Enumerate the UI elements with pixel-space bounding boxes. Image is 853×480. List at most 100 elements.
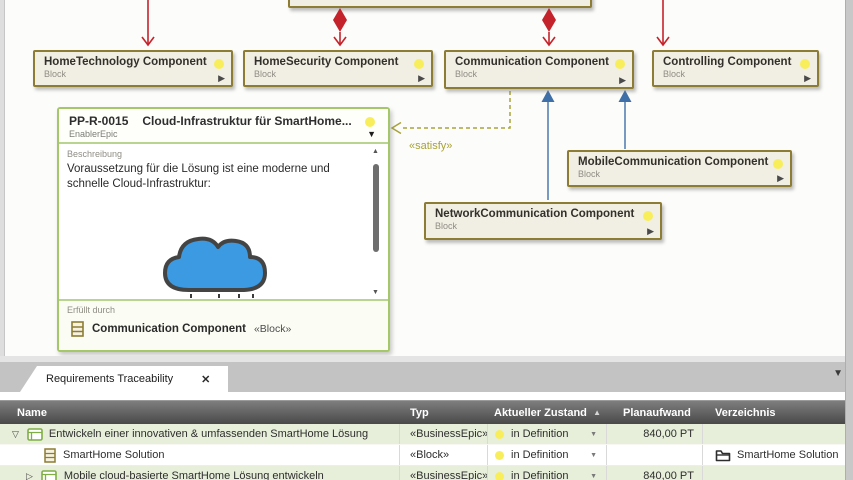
- block-controlling[interactable]: Controlling Component Block ▶: [652, 50, 819, 87]
- requirement-description-section: Beschreibung Voraussetzung für die Lösun…: [59, 146, 388, 299]
- block-communication[interactable]: Communication Component Block ▶: [444, 50, 634, 89]
- row-verzeichnis: SmartHome Solution: [737, 449, 839, 461]
- column-header-verzeichnis[interactable]: Verzeichnis: [715, 406, 776, 419]
- description-label: Beschreibung: [67, 149, 123, 159]
- row-typ: «Block»: [400, 445, 488, 465]
- status-dot-icon: [643, 211, 653, 221]
- requirement-stereotype: EnablerEpic: [69, 129, 118, 139]
- expand-arrow-icon[interactable]: ▶: [647, 226, 654, 236]
- card-scrollbar[interactable]: ▲ ▼: [371, 148, 381, 296]
- dropdown-caret-icon[interactable]: ▼: [590, 430, 597, 438]
- row-zustand: in Definition: [511, 470, 569, 480]
- row-planaufwand: [607, 445, 703, 465]
- dropdown-caret-icon[interactable]: ▼: [590, 451, 597, 459]
- close-icon[interactable]: ✕: [201, 373, 211, 386]
- row-planaufwand: 840,00 PT: [607, 424, 703, 444]
- status-dot-icon: [214, 59, 224, 69]
- status-dot-icon: [495, 429, 504, 439]
- expand-arrow-icon[interactable]: ▶: [218, 73, 225, 83]
- requirement-fulfilled-section: Erfüllt durch Communication Component «B…: [59, 299, 388, 350]
- status-dot-icon: [615, 59, 625, 69]
- block-home-technology[interactable]: HomeTechnology Component Block ▶: [33, 50, 233, 87]
- panel-collapse-icon[interactable]: ▼: [833, 368, 843, 379]
- tab-requirements-traceability[interactable]: Requirements Traceability ✕: [20, 366, 228, 392]
- dropdown-caret-icon[interactable]: ▼: [590, 472, 597, 480]
- block-stereotype: Block: [455, 69, 478, 79]
- panel-separator[interactable]: [0, 356, 853, 362]
- status-dot-icon: [495, 471, 504, 480]
- row-name: Entwickeln einer innovativen & umfassend…: [48, 428, 369, 440]
- status-dot-icon: [773, 159, 783, 169]
- column-header-typ[interactable]: Typ: [410, 406, 429, 419]
- folder-icon: [715, 449, 731, 461]
- block-home-security[interactable]: HomeSecurity Component Block ▶: [243, 50, 433, 87]
- column-header-planaufwand[interactable]: Planaufwand: [623, 406, 691, 419]
- fulfilled-by-name[interactable]: Communication Component: [92, 323, 246, 335]
- diagram-canvas[interactable]: HomeTechnology Component Block ▶ HomeSec…: [0, 0, 853, 356]
- business-epic-icon: [41, 469, 57, 480]
- row-name: Mobile cloud-basierte SmartHome Lösung e…: [63, 470, 324, 480]
- block-stereotype: Block: [254, 69, 277, 79]
- row-name: SmartHome Solution: [63, 449, 165, 461]
- row-zustand: in Definition: [511, 449, 569, 461]
- satisfy-label: «satisfy»: [409, 140, 453, 152]
- block-network-communication[interactable]: NetworkCommunication Component Block ▶: [424, 202, 662, 240]
- table-row[interactable]: ▷ Mobile cloud-basierte SmartHome Lösung…: [0, 466, 845, 480]
- table-row[interactable]: SmartHome Solution «Block» in Definition…: [0, 445, 845, 466]
- scrollbar-thumb[interactable]: [373, 164, 379, 252]
- fulfilled-by-label: Erfüllt durch: [67, 305, 116, 315]
- expand-arrow-icon[interactable]: ▶: [418, 73, 425, 83]
- status-dot-icon: [414, 59, 424, 69]
- table-body: ▽ Entwickeln einer innovativen & umfasse…: [0, 424, 845, 480]
- row-verzeichnis: [703, 424, 845, 444]
- satisfy-connector: [390, 91, 511, 135]
- requirement-id: PP-R-0015: [69, 114, 129, 128]
- block-title: NetworkCommunication Component: [435, 208, 635, 220]
- tree-collapse-icon[interactable]: ▷: [26, 470, 33, 480]
- requirement-title: Cloud-Infrastruktur für SmartHome...: [142, 114, 352, 128]
- block-mobile-communication[interactable]: MobileCommunication Component Block ▶: [567, 150, 792, 187]
- column-header-name[interactable]: Name: [17, 406, 47, 419]
- traceability-panel: Requirements Traceability ✕ ▼ Name Typ A…: [0, 356, 853, 480]
- sort-ascending-icon[interactable]: ▲: [593, 408, 601, 417]
- status-dot-icon: [495, 450, 504, 460]
- collapse-icon[interactable]: ▼: [367, 129, 376, 139]
- requirement-card-header[interactable]: PP-R-0015 Cloud-Infrastruktur für SmartH…: [59, 109, 388, 144]
- cloud-shape: [163, 236, 267, 292]
- block-title: HomeSecurity Component: [254, 56, 399, 68]
- generalization-arrowhead: [541, 90, 632, 102]
- composition-diamond: [333, 8, 556, 32]
- block-title: Communication Component: [455, 56, 609, 68]
- description-text: Voraussetzung für die Lösung ist eine mo…: [67, 163, 330, 190]
- block-stereotype: Block: [435, 221, 458, 231]
- table-header: Name Typ Aktueller Zustand ▲ Planaufwand…: [0, 400, 845, 424]
- scroll-down-icon[interactable]: ▼: [372, 289, 379, 296]
- status-dot-icon: [800, 59, 810, 69]
- block-icon: [71, 321, 84, 337]
- block-title: Controlling Component: [663, 56, 792, 68]
- tab-strip-lower: [0, 392, 853, 400]
- block-title: HomeTechnology Component: [44, 56, 207, 68]
- expand-arrow-icon[interactable]: ▶: [804, 73, 811, 83]
- block-stereotype: Block: [663, 69, 686, 79]
- tab-label: Requirements Traceability: [46, 373, 174, 385]
- scroll-up-icon[interactable]: ▲: [372, 148, 379, 155]
- tree-expand-icon[interactable]: ▽: [12, 428, 19, 439]
- diagram-scrollbar[interactable]: [845, 0, 853, 480]
- row-typ: «BusinessEpic»: [400, 424, 488, 444]
- block-stereotype: Block: [44, 69, 67, 79]
- requirement-card[interactable]: PP-R-0015 Cloud-Infrastruktur für SmartH…: [57, 107, 390, 352]
- row-zustand: in Definition: [511, 428, 569, 440]
- row-typ: «BusinessEpic»: [400, 466, 488, 480]
- block-icon: [44, 447, 56, 463]
- fulfilled-by-stereotype: «Block»: [253, 323, 292, 335]
- parent-block-partial[interactable]: [288, 0, 592, 8]
- table-row[interactable]: ▽ Entwickeln einer innovativen & umfasse…: [0, 424, 845, 445]
- expand-arrow-icon[interactable]: ▶: [777, 173, 784, 183]
- block-title: MobileCommunication Component: [578, 156, 769, 168]
- column-header-zustand[interactable]: Aktueller Zustand ▲: [494, 406, 601, 419]
- business-epic-icon: [27, 427, 43, 441]
- row-verzeichnis: [703, 466, 845, 480]
- expand-arrow-icon[interactable]: ▶: [619, 75, 626, 85]
